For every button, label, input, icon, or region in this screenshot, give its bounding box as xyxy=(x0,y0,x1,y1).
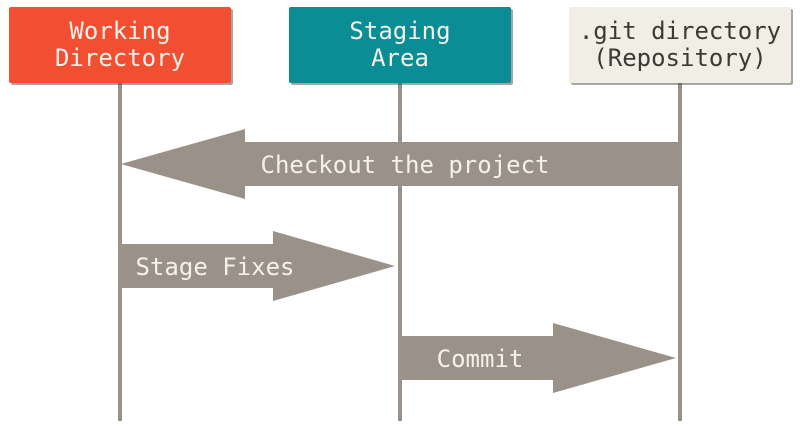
git-directory-box: .git directory (Repository) xyxy=(569,7,791,83)
stage-fixes-arrow-label: Stage Fixes xyxy=(135,253,295,281)
working-directory-box: Working Directory xyxy=(9,7,231,83)
commit-arrow xyxy=(400,323,676,393)
lifeline-staging-area xyxy=(398,83,402,421)
checkout-arrow-label: Checkout the project xyxy=(260,151,550,179)
git-directory-label-line2: (Repository) xyxy=(593,44,767,72)
staging-area-label-line1: Staging xyxy=(349,17,451,45)
working-directory-label-line1: Working xyxy=(69,17,171,45)
checkout-arrow xyxy=(121,129,682,199)
stage-fixes-arrow xyxy=(118,231,395,301)
commit-arrow-label: Commit xyxy=(436,345,524,373)
working-directory-label-line2: Directory xyxy=(54,44,186,72)
lifeline-git-directory xyxy=(678,83,682,421)
git-directory-label-line1: .git directory xyxy=(578,17,782,45)
staging-area-box: Staging Area xyxy=(289,7,511,83)
staging-area-label-line2: Area xyxy=(371,44,429,72)
